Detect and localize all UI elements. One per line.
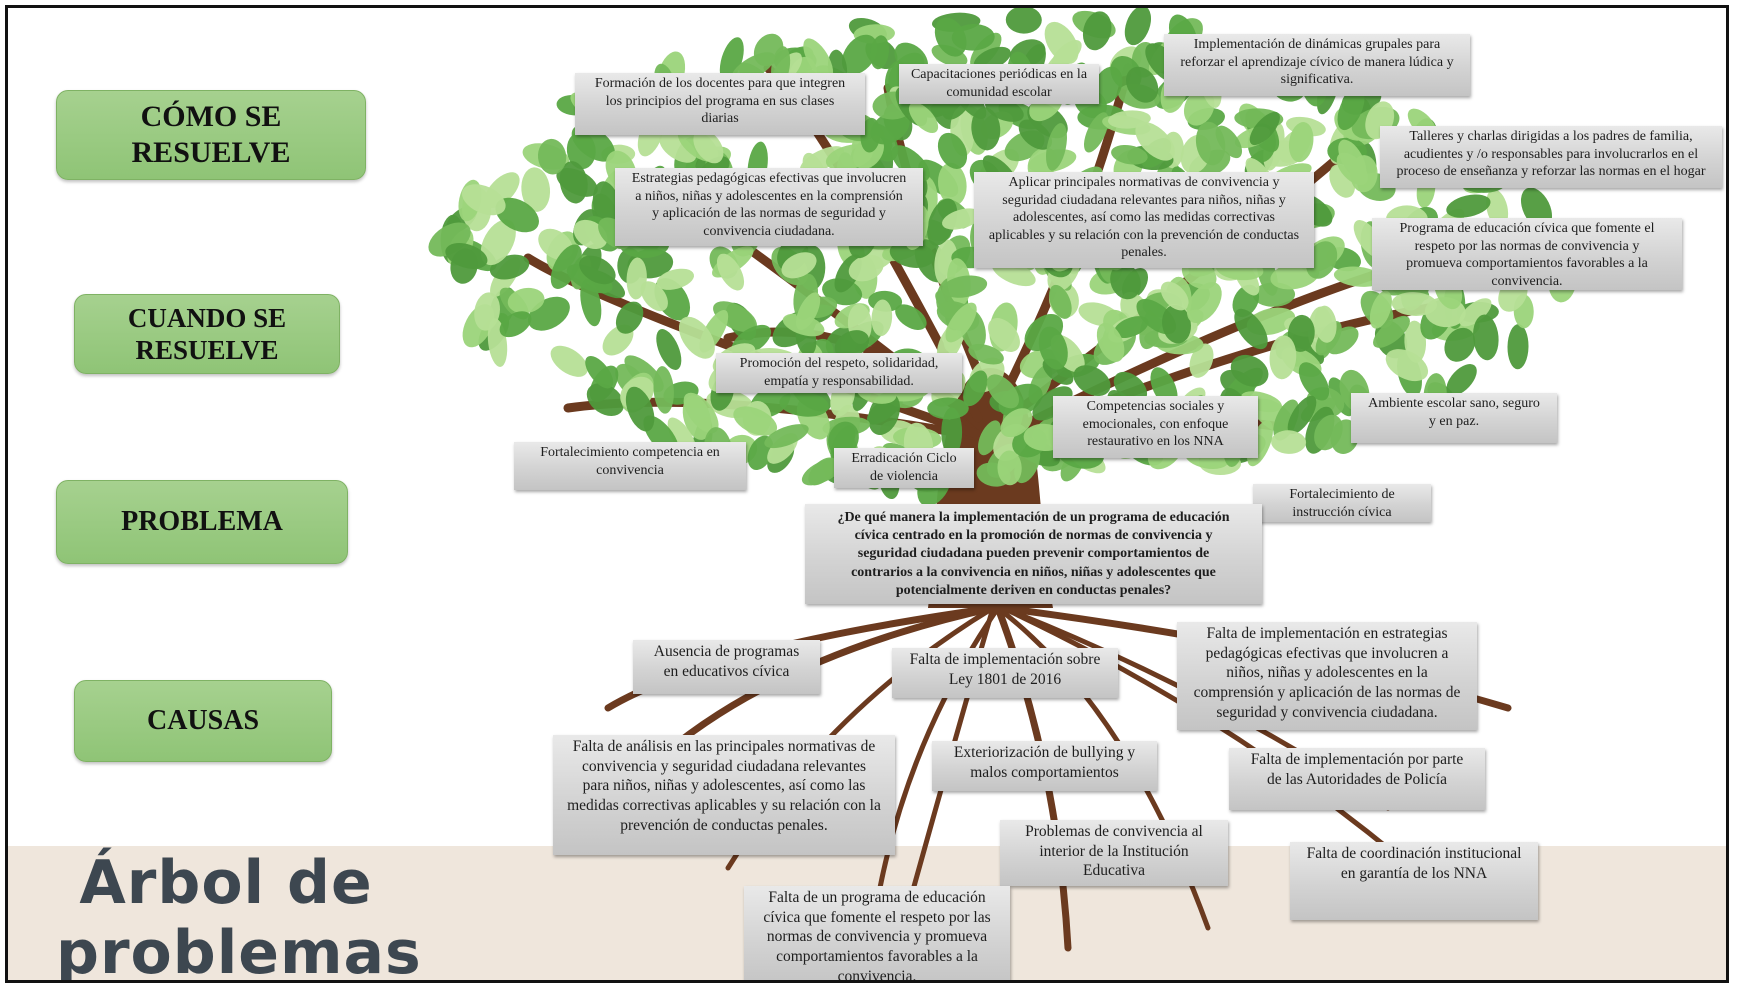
solution-dinamicas-grupales: Implementación de dinámicas grupales par… xyxy=(1164,34,1470,96)
cause-ley-1801: Falta de implementación sobre Ley 1801 d… xyxy=(892,648,1118,698)
result-ambiente-escolar: Ambiente escolar sano, seguro y en paz. xyxy=(1351,393,1557,443)
cause-autoridades-policia: Falta de implementación por parte de las… xyxy=(1229,748,1485,810)
solution-estrategias-pedagogicas: Estrategias pedagógicas efectivas que in… xyxy=(615,168,923,246)
central-problem: ¿De qué manera la implementación de un p… xyxy=(805,504,1262,604)
cause-ausencia-programas: Ausencia de programas en educativos cívi… xyxy=(633,640,820,694)
diagram-title: Árbol de problemas xyxy=(56,848,422,983)
cause-bullying: Exteriorización de bullying y malos comp… xyxy=(932,741,1157,791)
cause-problemas-convivencia: Problemas de convivencia al interior de … xyxy=(1000,820,1228,886)
result-competencias-sociales: Competencias sociales y emocionales, con… xyxy=(1053,396,1258,458)
label-cuando-se-resuelve: CUANDO SE RESUELVE xyxy=(74,294,340,374)
diagram-canvas: CÓMO SE RESUELVE CUANDO SE RESUELVE PROB… xyxy=(5,5,1729,983)
cause-falta-programa-civica: Falta de un programa de educación cívica… xyxy=(744,886,1010,980)
cause-coordinacion-institucional: Falta de coordinación institucional en g… xyxy=(1290,842,1538,920)
solution-talleres-padres: Talleres y charlas dirigidas a los padre… xyxy=(1380,126,1722,188)
solution-capacitaciones: Capacitaciones periódicas en la comunida… xyxy=(899,64,1099,104)
result-promocion-respeto: Promoción del respeto, solidaridad, empa… xyxy=(716,353,962,393)
result-fortalecimiento-convivencia: Fortalecimiento competencia en convivenc… xyxy=(514,442,746,490)
label-como-se-resuelve: CÓMO SE RESUELVE xyxy=(56,90,366,180)
label-causas: CAUSAS xyxy=(74,680,332,762)
cause-falta-analisis: Falta de análisis en las principales nor… xyxy=(553,735,895,855)
cause-falta-estrategias: Falta de implementación en estrategias p… xyxy=(1177,622,1477,730)
result-erradicacion-violencia: Erradicación Ciclo de violencia xyxy=(834,448,974,488)
solution-programa-civica: Programa de educación cívica que fomente… xyxy=(1372,218,1682,290)
solution-aplicar-normativas: Aplicar principales normativas de conviv… xyxy=(974,172,1314,268)
label-problema: PROBLEMA xyxy=(56,480,348,564)
result-fortalecimiento-civica: Fortalecimiento de instrucción cívica xyxy=(1253,484,1431,522)
solution-formacion-docentes: Formación de los docentes para que integ… xyxy=(575,73,865,135)
